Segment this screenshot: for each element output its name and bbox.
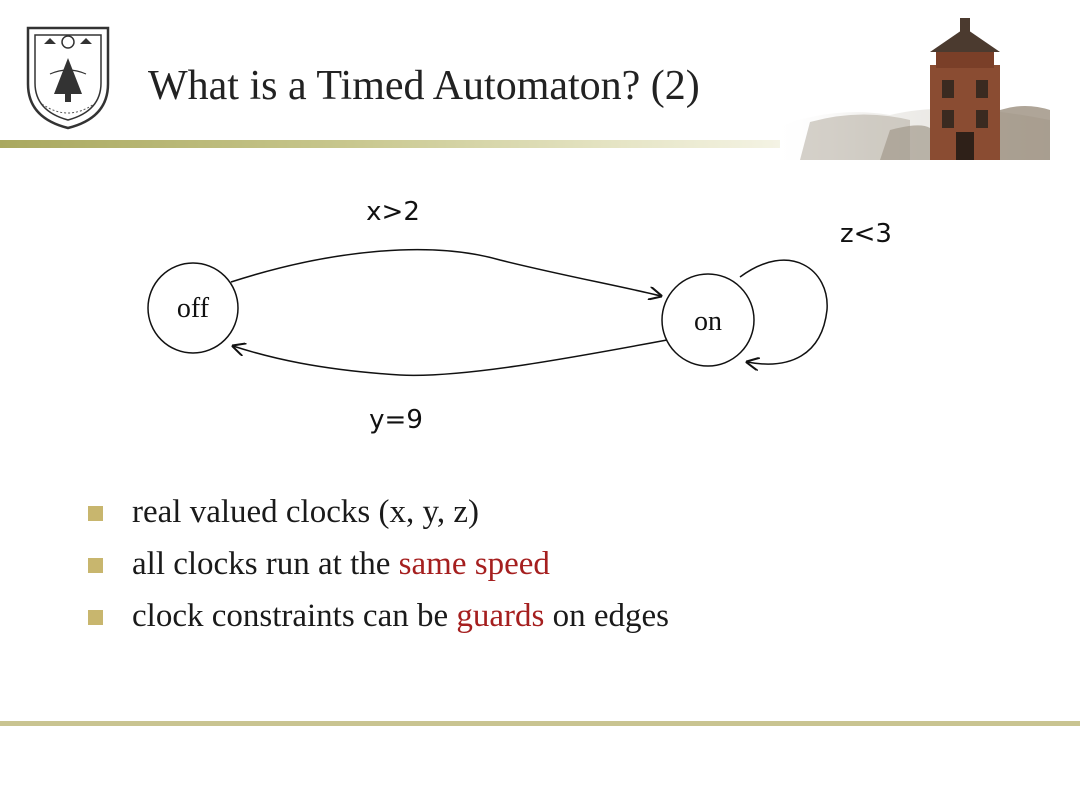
slide-title: What is a Timed Automaton? (2) [148,63,700,109]
bullet-list: real valued clocks (x, y, z) all clocks … [88,486,669,642]
edge-on-to-off [233,339,668,377]
edge-label-off-to-on: x>2 [366,197,420,227]
edge-label-self-loop: z<3 [840,219,892,249]
bullet-text: on edges [544,598,670,634]
state-on-label: on [694,306,722,337]
state-on: on [661,273,755,367]
bullet-square-icon [88,558,103,573]
bullet-square-icon [88,610,103,625]
bullet-item: real valued clocks (x, y, z) [88,486,669,538]
state-off: off [147,262,239,354]
university-seal-logo [26,26,110,130]
bullet-text: real valued clocks (x, y, z) [132,494,479,530]
bullet-item: clock constraints can be guards on edges [88,590,669,642]
emphasis-text: same speed [398,546,550,582]
timed-automaton-diagram: off on x>2 y=9 z<3 [147,197,892,435]
edge-off-to-on [230,248,661,296]
footer-rule [0,721,1080,726]
university-building-image [770,18,1050,160]
edge-on-self-loop [739,259,828,364]
emphasis-text: guards [456,598,545,634]
header-rule [0,140,780,148]
bullet-text: all clocks run at the [132,546,399,582]
bullet-item: all clocks run at the same speed [88,538,669,590]
edge-label-on-to-off: y=9 [369,405,423,435]
bullet-text: clock constraints can be [132,598,457,634]
bullet-square-icon [88,506,103,521]
state-off-label: off [177,293,210,324]
